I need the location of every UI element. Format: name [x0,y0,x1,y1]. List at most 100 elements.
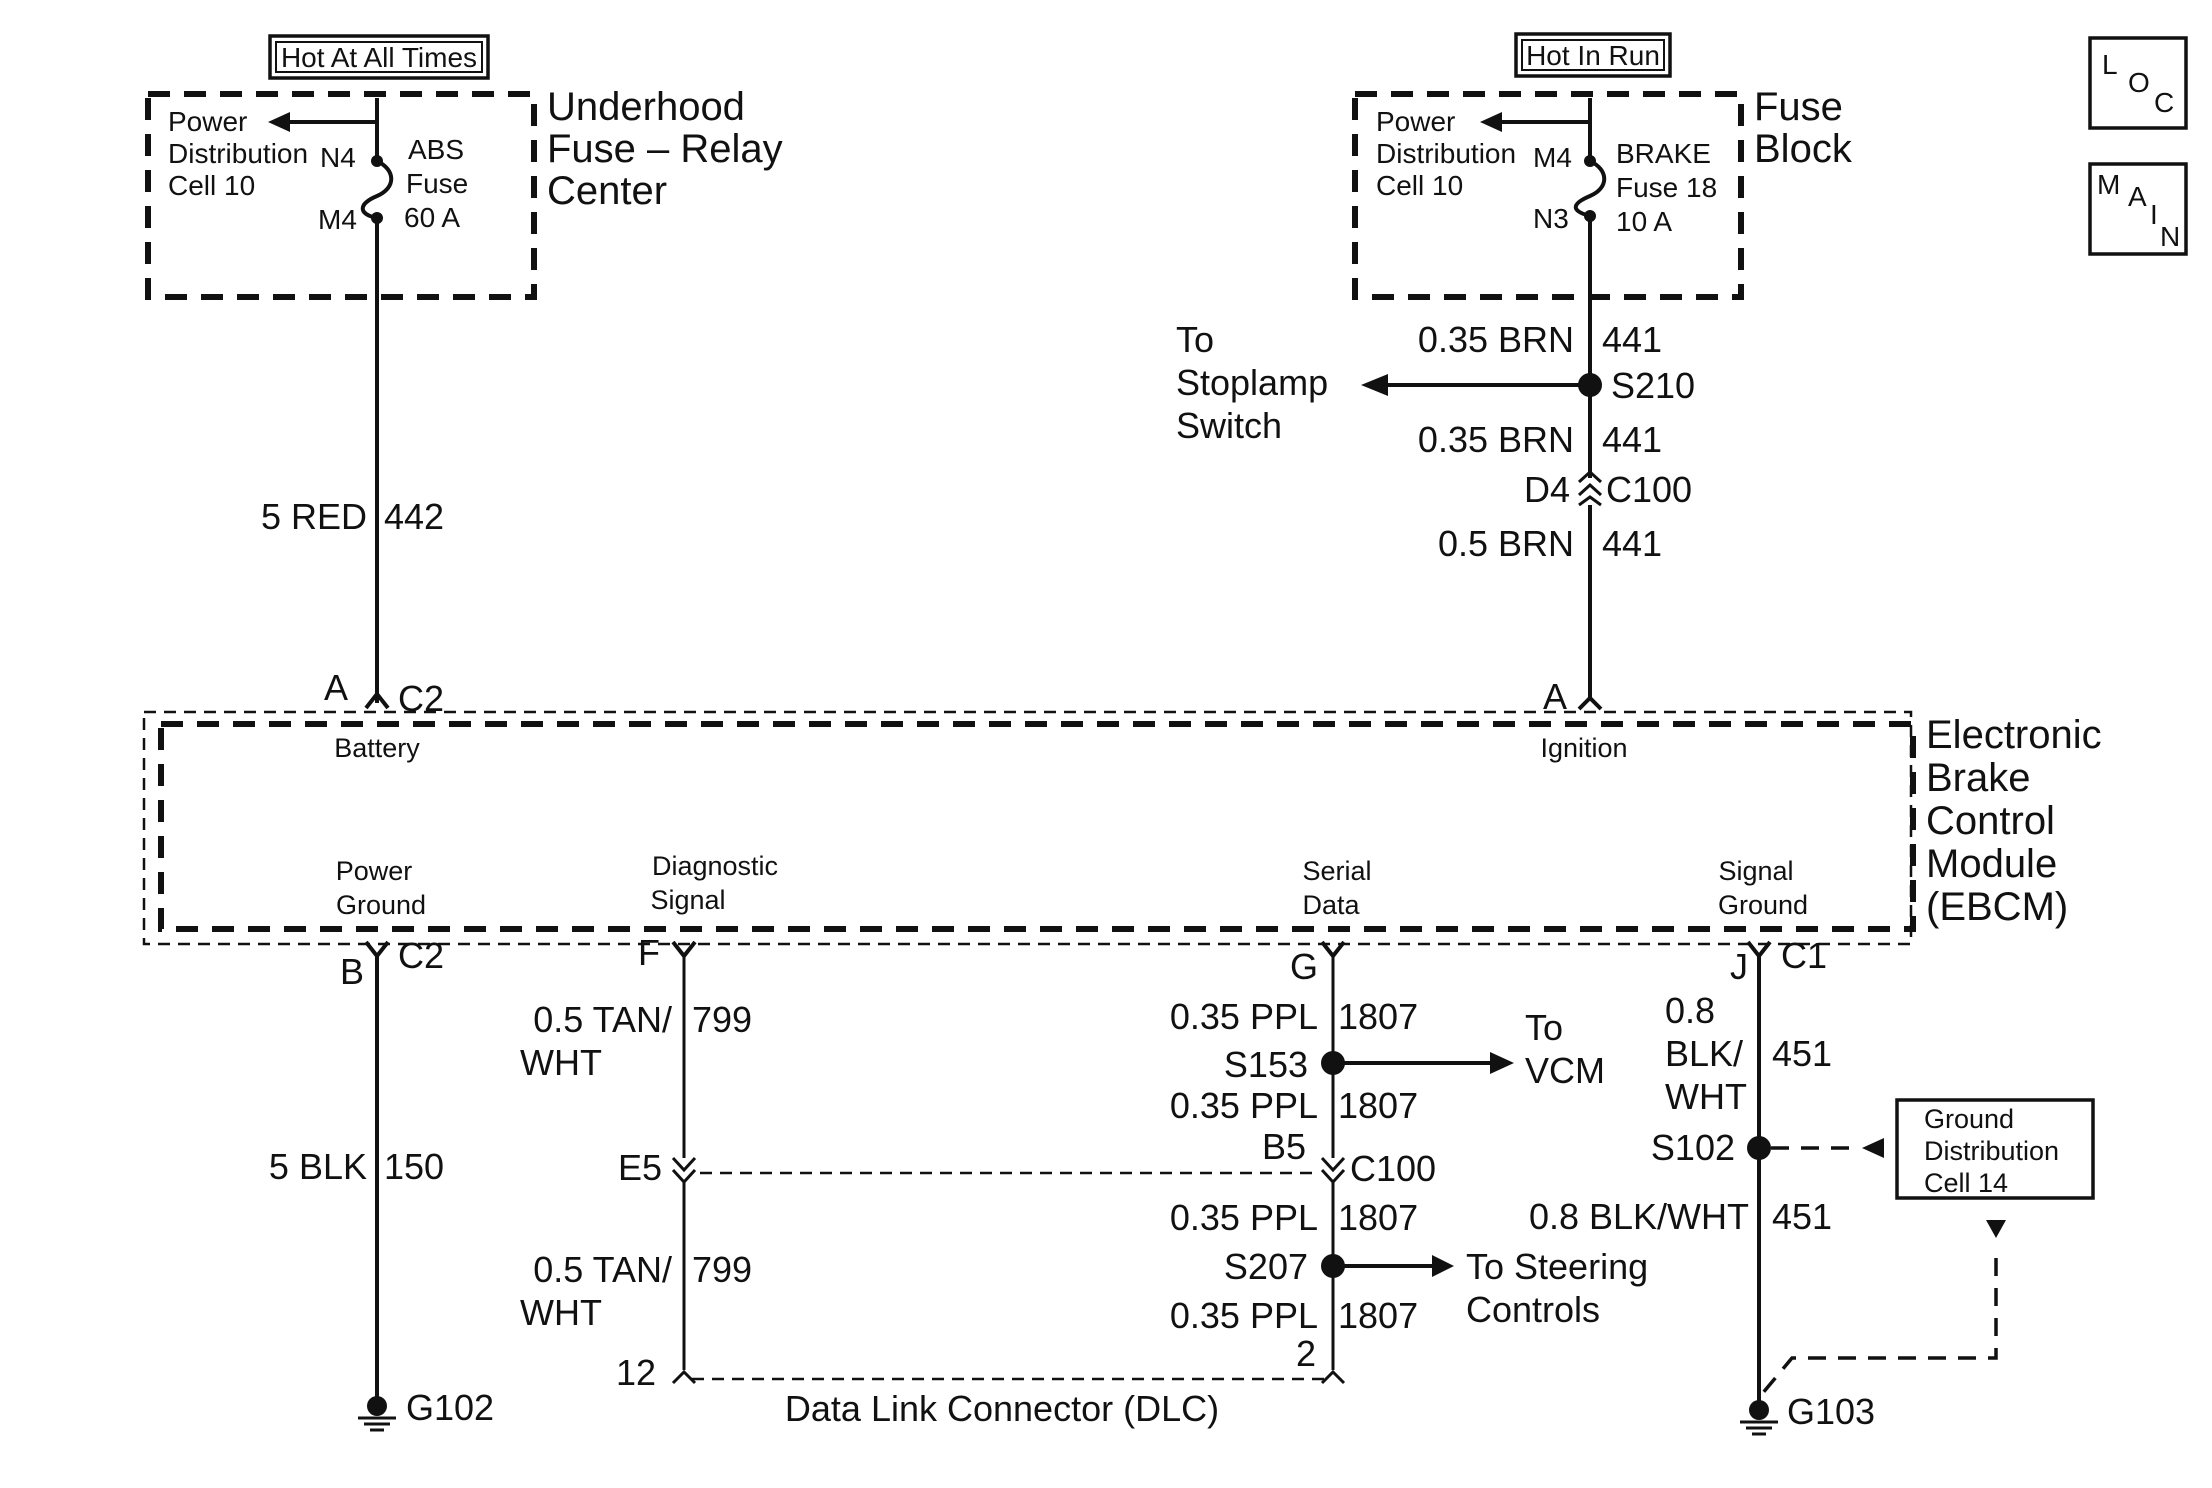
s102-splice-node [1747,1136,1771,1160]
svg-text:Data Link Connector (DLC): Data Link Connector (DLC) [785,1388,1219,1429]
svg-text:C1: C1 [1781,935,1827,976]
svg-text:Data: Data [1302,890,1360,920]
svg-text:WHT: WHT [1665,1076,1747,1117]
svg-text:G103: G103 [1787,1391,1875,1432]
signal-ground-wire: J C1 0.8 BLK/ WHT 451 S102 0.8 BLK/WHT 4… [1529,935,2006,1436]
svg-text:S102: S102 [1651,1127,1735,1168]
svg-text:G102: G102 [406,1387,494,1428]
g103-ground-symbol [1740,1400,1778,1436]
loc-page-button[interactable]: L O C [2088,36,2188,130]
svg-text:0.35 BRN: 0.35 BRN [1418,419,1574,460]
svg-text:F: F [638,932,660,973]
svg-text:Distribution: Distribution [168,138,308,169]
svg-text:B5: B5 [1262,1126,1306,1167]
svg-text:Power: Power [168,106,247,137]
power-ground-wire: B C2 5 BLK 150 G102 [269,935,494,1432]
svg-text:C100: C100 [1606,469,1692,510]
svg-text:B: B [340,951,364,992]
svg-text:60 A: 60 A [404,202,460,233]
diagnostic-signal-wire: F 0.5 TAN/ WHT 799 E5 0.5 TAN/ WHT 799 1… [520,932,752,1393]
svg-text:N: N [2160,221,2180,252]
svg-text:10 A: 10 A [1616,206,1672,237]
svg-text:M4: M4 [1533,142,1572,173]
svg-text:Cell 14: Cell 14 [1924,1168,2008,1198]
svg-text:5 BLK: 5 BLK [269,1146,367,1187]
svg-text:1807: 1807 [1338,1085,1418,1126]
serial-data-wire: G 0.35 PPL 1807 S153 To VCM 0.35 PPL 180… [1170,940,1648,1385]
svg-text:Ground: Ground [336,890,426,920]
svg-text:0.5 TAN/: 0.5 TAN/ [533,1249,672,1290]
svg-text:C2: C2 [398,935,444,976]
svg-text:C100: C100 [1350,1148,1436,1189]
svg-text:Serial: Serial [1302,856,1371,886]
abs-fuse-symbol [268,98,394,703]
svg-text:441: 441 [1602,319,1662,360]
svg-text:S210: S210 [1611,365,1695,406]
svg-text:L: L [2102,49,2118,80]
ebcm-module: Electronic Brake Control Module (EBCM) B… [142,710,2102,946]
svg-text:To: To [1525,1007,1563,1048]
svg-text:I: I [2150,199,2158,230]
underhood-fuse-relay-center: Underhood Fuse – Relay Center Power Dist… [145,85,783,300]
svg-text:D4: D4 [1524,469,1570,510]
svg-text:O: O [2128,67,2150,98]
svg-text:C: C [2154,87,2174,118]
svg-text:799: 799 [692,1249,752,1290]
svg-text:441: 441 [1602,419,1662,460]
svg-text:Signal: Signal [1718,856,1793,886]
svg-text:N4: N4 [320,142,356,173]
svg-text:Controls: Controls [1466,1289,1600,1330]
svg-text:Control: Control [1926,799,2055,843]
svg-text:Hot In Run: Hot In Run [1526,40,1660,71]
fuse-block: Fuse Block Power Distribution Cell 10 M4… [1352,85,1853,300]
svg-text:0.5 BRN: 0.5 BRN [1438,523,1574,564]
svg-text:1807: 1807 [1338,1197,1418,1238]
svg-text:442: 442 [384,496,444,537]
svg-text:Ground: Ground [1924,1104,2014,1134]
svg-text:G: G [1290,946,1318,987]
svg-text:Fuse: Fuse [1754,85,1843,129]
svg-text:2: 2 [1296,1333,1316,1374]
svg-text:A: A [2128,181,2147,212]
svg-text:Block: Block [1754,127,1853,171]
brake-fuse-symbol [1480,98,1607,700]
svg-text:Distribution: Distribution [1376,138,1516,169]
svg-text:Electronic: Electronic [1926,713,2102,757]
svg-text:To: To [1176,319,1214,360]
battery-wire: 5 RED 442 A C2 [261,496,444,719]
svg-text:0.35 PPL: 0.35 PPL [1170,1197,1318,1238]
svg-text:Cell 10: Cell 10 [1376,170,1463,201]
svg-text:0.35 PPL: 0.35 PPL [1170,1295,1318,1336]
svg-text:WHT: WHT [520,1292,602,1333]
svg-text:799: 799 [692,999,752,1040]
ignition-wire: 0.35 BRN 441 S210 To Stoplamp Switch 0.3… [1176,319,1695,717]
svg-text:Fuse: Fuse [406,168,468,199]
svg-text:VCM: VCM [1525,1050,1605,1091]
hot-at-all-times-tag: Hot At All Times [268,34,490,80]
svg-text:Distribution: Distribution [1924,1136,2059,1166]
svg-text:0.5 TAN/: 0.5 TAN/ [533,999,672,1040]
main-page-button[interactable]: M A I N [2088,162,2188,256]
svg-text:Stoplamp: Stoplamp [1176,362,1328,403]
svg-text:1807: 1807 [1338,996,1418,1037]
svg-text:A: A [1543,676,1567,717]
svg-text:5 RED: 5 RED [261,496,367,537]
svg-text:Fuse – Relay: Fuse – Relay [547,127,783,171]
svg-text:0.8 BLK/WHT: 0.8 BLK/WHT [1529,1196,1749,1237]
svg-text:M: M [2097,169,2120,200]
svg-text:Power: Power [1376,106,1455,137]
svg-text:Underhood: Underhood [547,85,745,129]
svg-text:1807: 1807 [1338,1295,1418,1336]
data-link-connector: Data Link Connector (DLC) [692,1377,1326,1429]
svg-text:BRAKE: BRAKE [1616,138,1711,169]
svg-text:Brake: Brake [1926,756,2031,800]
svg-text:M4: M4 [318,204,357,235]
svg-text:150: 150 [384,1146,444,1187]
svg-text:0.35 PPL: 0.35 PPL [1170,1085,1318,1126]
ground-distribution-cell-14-box[interactable]: Ground Distribution Cell 14 [1895,1098,2095,1200]
svg-text:Center: Center [547,169,667,213]
svg-text:E5: E5 [618,1147,662,1188]
svg-text:Ignition: Ignition [1540,733,1627,763]
svg-text:ABS: ABS [408,134,464,165]
